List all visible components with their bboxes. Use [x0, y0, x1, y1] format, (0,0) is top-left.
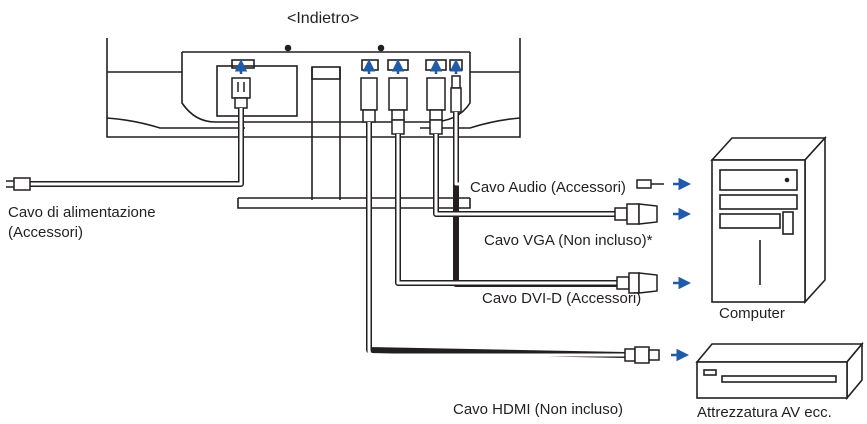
diagram-title: <Indietro>	[287, 10, 360, 27]
hdmi-plug-end-icon	[624, 346, 660, 364]
av-device-icon	[695, 341, 864, 401]
power-plug-end-icon	[6, 177, 31, 191]
dvi-plug-icon	[388, 77, 408, 135]
audio-jack-icon	[450, 75, 462, 113]
audio-plug-end-icon	[636, 179, 664, 189]
dvi-cable-label: Cavo DVI-D (Accessori)	[482, 290, 642, 307]
power-cable	[30, 108, 244, 187]
vga-plug-icon	[426, 77, 446, 135]
port-arrows	[234, 59, 463, 74]
audio-cable-label: Cavo Audio (Accessori)	[470, 179, 626, 196]
power-plug-icon	[231, 77, 251, 109]
arrow-icon	[671, 177, 691, 362]
computer-tower-icon	[710, 135, 827, 305]
power-cable-label-line2: (Accessori)	[8, 224, 84, 241]
computer-label: Computer	[719, 305, 785, 322]
power-cable-label-line1: Cavo di alimentazione	[8, 204, 156, 221]
hdmi-plug-icon	[360, 77, 378, 123]
vga-plug-end-icon	[614, 203, 658, 225]
cables-inner	[30, 108, 637, 357]
hdmi-cable-label: Cavo HDMI (Non incluso)	[453, 401, 624, 418]
av-equipment-label: Attrezzatura AV ecc.	[697, 404, 832, 421]
vga-cable	[433, 134, 615, 217]
dvi-plug-end-icon	[616, 272, 658, 294]
monitor-back	[106, 38, 521, 209]
vga-cable-label: Cavo VGA (Non incluso)*	[484, 232, 653, 249]
